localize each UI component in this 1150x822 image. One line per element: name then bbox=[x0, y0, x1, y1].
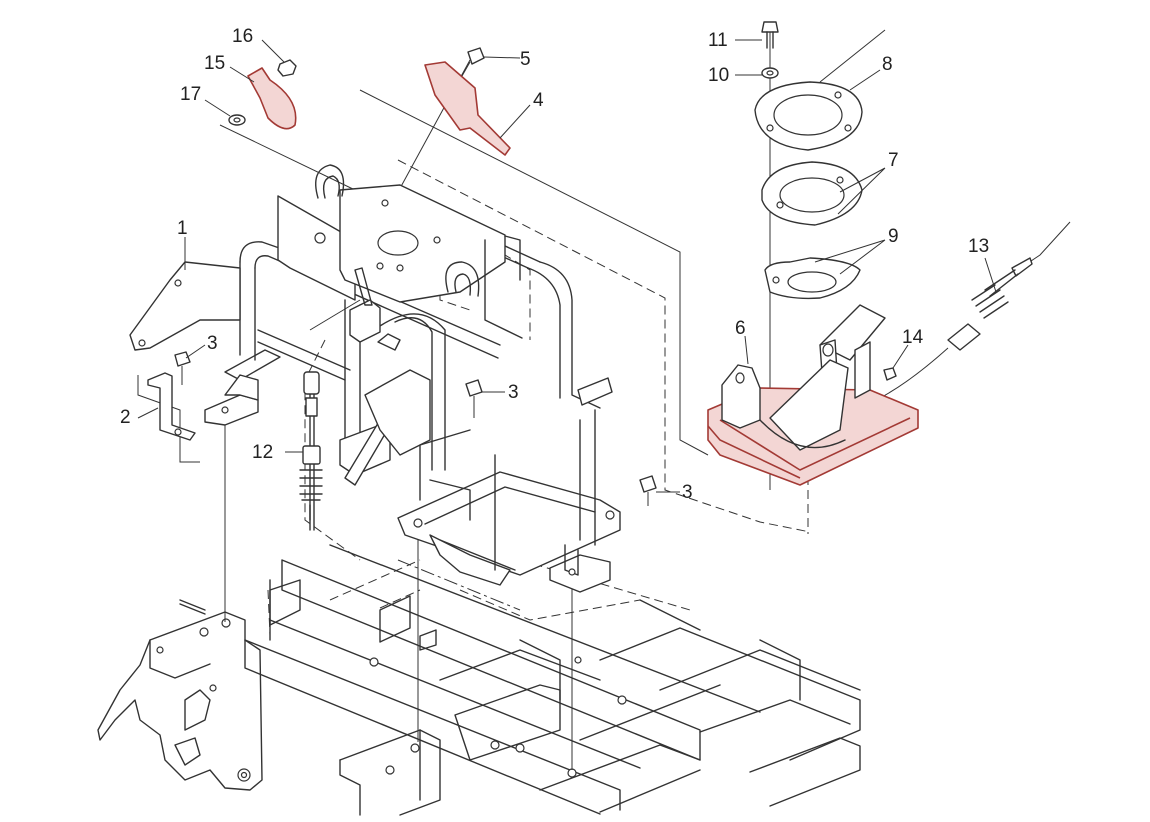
seat-switch-cable bbox=[299, 221, 1071, 531]
part-number-labels: 16 15 17 5 4 1 3 2 3 3 12 11 10 8 7 9 13… bbox=[120, 26, 989, 503]
part-label-3c: 3 bbox=[682, 482, 693, 503]
seat-frame-tube bbox=[129, 164, 621, 593]
part-11-shape bbox=[761, 21, 779, 33]
left-lower-bracket bbox=[97, 611, 263, 791]
part-label-8: 8 bbox=[882, 54, 893, 75]
part-3a-shape bbox=[174, 351, 191, 367]
part-label-1: 1 bbox=[177, 218, 188, 239]
part-label-9: 9 bbox=[888, 226, 899, 247]
part-5-shape bbox=[467, 47, 485, 65]
part-label-11: 11 bbox=[708, 30, 728, 51]
part-label-5: 5 bbox=[520, 49, 531, 70]
part-15-shape bbox=[247, 67, 297, 130]
lower-chassis-frame bbox=[179, 544, 861, 816]
part-label-7: 7 bbox=[888, 150, 899, 171]
part-label-12: 12 bbox=[252, 442, 273, 463]
part-label-15: 15 bbox=[204, 53, 225, 74]
part-16-shape bbox=[277, 59, 297, 77]
part-label-2: 2 bbox=[120, 407, 131, 428]
part-label-13: 13 bbox=[968, 236, 989, 257]
small-parts-top-left bbox=[174, 47, 657, 506]
part-label-14: 14 bbox=[902, 327, 924, 348]
part-label-10: 10 bbox=[708, 65, 729, 86]
part-label-4: 4 bbox=[533, 90, 544, 111]
turntable-parts bbox=[707, 21, 919, 486]
part-3c-shape bbox=[639, 475, 657, 493]
part-3b-shape bbox=[465, 379, 483, 397]
part-label-6: 6 bbox=[735, 318, 746, 339]
part-label-17: 17 bbox=[180, 84, 201, 105]
part-label-3b: 3 bbox=[508, 382, 519, 403]
part-label-3a: 3 bbox=[207, 333, 218, 354]
part-label-16: 16 bbox=[232, 26, 253, 47]
leader-lines bbox=[137, 39, 997, 493]
part-14-shape bbox=[883, 367, 897, 381]
part-4-shape bbox=[424, 61, 511, 156]
